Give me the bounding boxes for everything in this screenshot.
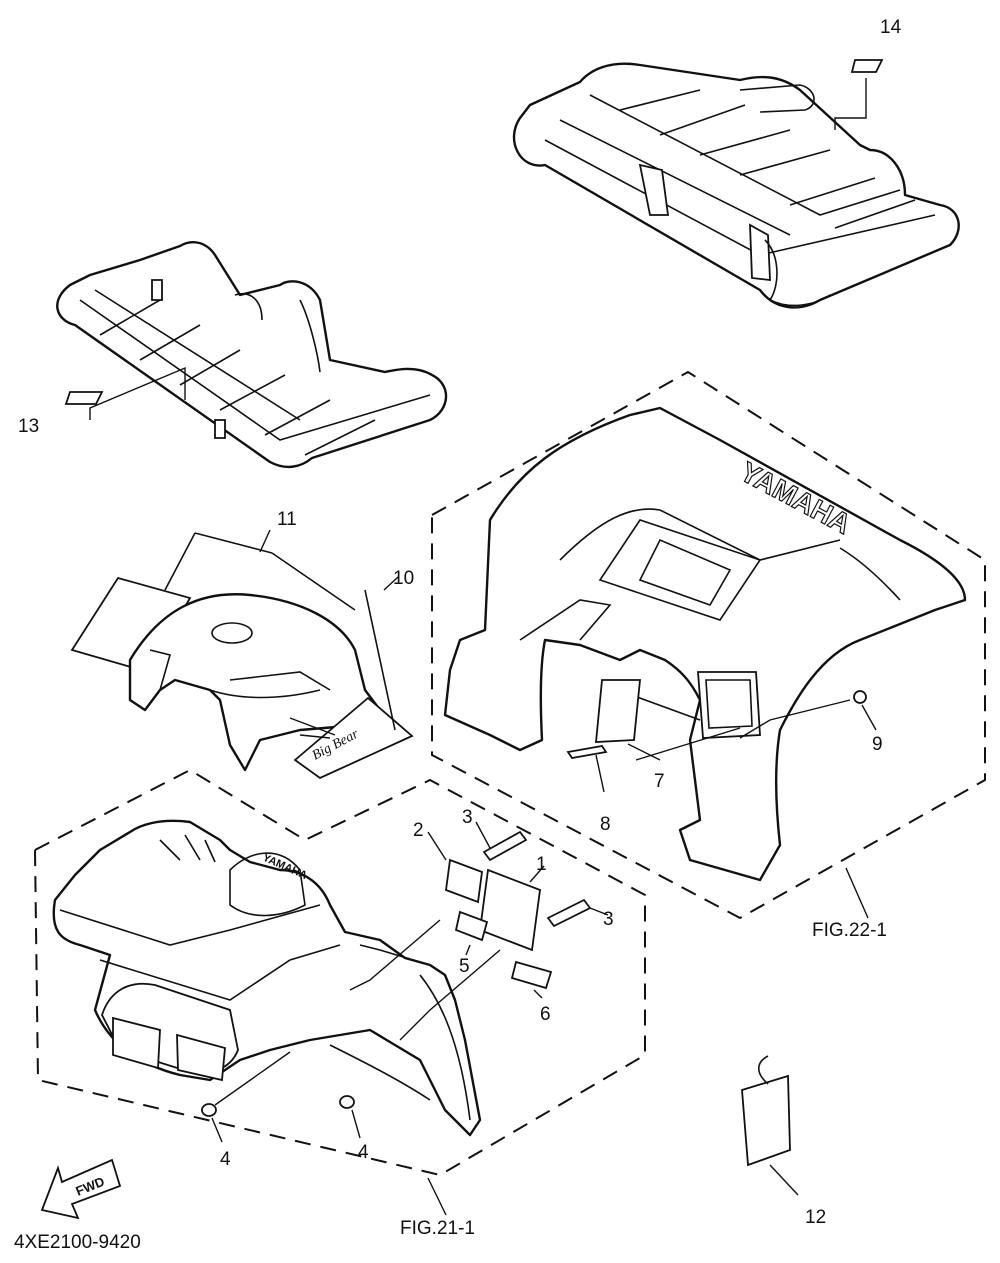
callout-12: 12 bbox=[805, 1207, 826, 1228]
callout-3: 3 bbox=[603, 909, 614, 930]
decal-5 bbox=[454, 910, 489, 942]
rear-small-parts bbox=[566, 679, 877, 793]
rear-fender: YAMAHA bbox=[443, 406, 967, 882]
callout-1: 1 bbox=[536, 854, 547, 875]
callout-13: 13 bbox=[18, 416, 39, 437]
reference-fig-22-1: FIG.22-1 bbox=[812, 920, 887, 941]
callout-3: 3 bbox=[462, 807, 473, 828]
callout-7: 7 bbox=[654, 771, 665, 792]
callout-10: 10 bbox=[393, 568, 414, 589]
callout-14: 14 bbox=[880, 17, 902, 38]
grommet-9 bbox=[853, 690, 867, 704]
decal-10 bbox=[293, 696, 414, 780]
rivet-8 bbox=[566, 745, 608, 759]
front-fender-trim: Big Bear bbox=[70, 532, 414, 780]
rear-fender-outline bbox=[431, 370, 986, 920]
callout-11: 11 bbox=[277, 509, 297, 530]
callout-5: 5 bbox=[459, 956, 470, 977]
grommet-4b bbox=[339, 1095, 355, 1109]
grommet-4a bbox=[201, 1103, 217, 1117]
decal-6 bbox=[510, 960, 553, 990]
diagram-code: 4XE2100-9420 bbox=[14, 1232, 141, 1253]
plate-1 bbox=[479, 868, 541, 952]
rivet-3a bbox=[482, 830, 528, 862]
front-fender-outline bbox=[33, 768, 646, 1177]
callout-4: 4 bbox=[358, 1142, 369, 1163]
callout-9: 9 bbox=[872, 734, 883, 755]
callout-4: 4 bbox=[220, 1149, 231, 1170]
fwd-arrow-icon: FWD bbox=[40, 1158, 122, 1220]
front-small-parts bbox=[201, 821, 609, 1143]
front-fender: YAMAHA bbox=[52, 819, 482, 1137]
callout-6: 6 bbox=[540, 1004, 551, 1025]
tag-12 bbox=[741, 1055, 799, 1196]
plate-7 bbox=[595, 679, 641, 743]
rear-carrier bbox=[512, 59, 960, 309]
front-carrier bbox=[56, 241, 448, 469]
rivet-3b bbox=[546, 898, 592, 928]
callout-8: 8 bbox=[600, 814, 611, 835]
reference-fig-21-1: FIG.21-1 bbox=[400, 1218, 475, 1239]
plate-2 bbox=[445, 858, 483, 904]
callout-2: 2 bbox=[413, 820, 424, 841]
